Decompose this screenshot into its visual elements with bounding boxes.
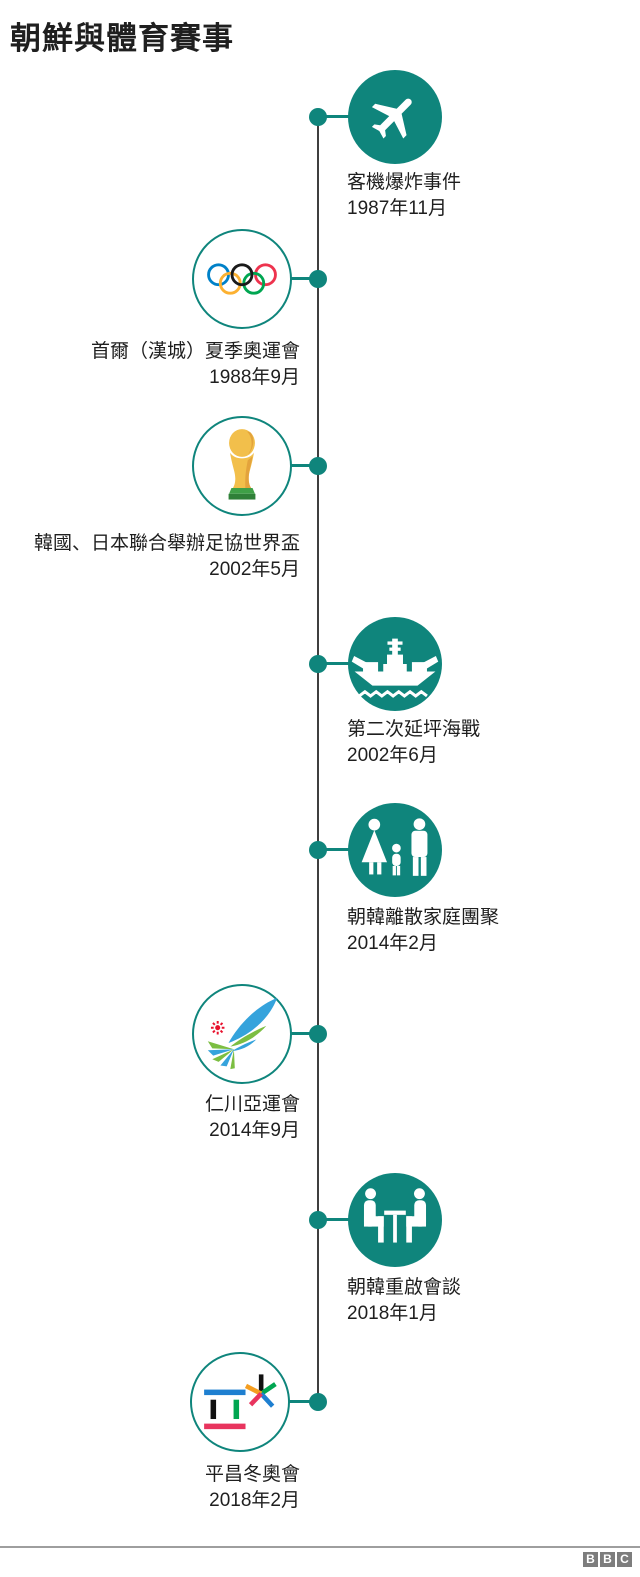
event-label: 首爾（漢城）夏季奧運會 1988年9月 — [0, 339, 300, 391]
event-label: 仁川亞運會 2014年9月 — [0, 1092, 300, 1144]
timeline-dot — [309, 1393, 327, 1411]
event-date: 2018年2月 — [209, 1490, 300, 1511]
page-title: 朝鮮與體育賽事 — [10, 21, 234, 56]
event-date: 2002年6月 — [347, 745, 438, 766]
timeline-connector — [318, 662, 352, 665]
event-name: 朝韓離散家庭團聚 — [347, 907, 500, 928]
event-circle — [348, 803, 442, 897]
event-label: 朝韓重啟會談 2018年1月 — [347, 1275, 632, 1327]
event-circle — [192, 229, 292, 329]
meeting-icon — [363, 1188, 427, 1243]
event-date: 2014年9月 — [209, 1120, 300, 1141]
timeline-connector — [286, 277, 318, 280]
timeline-dot — [309, 457, 327, 475]
event-name: 客機爆炸事件 — [347, 172, 462, 193]
timeline-dot — [309, 108, 327, 126]
event-name: 朝韓重啟會談 — [347, 1277, 462, 1298]
event-name: 韓國、日本聯合舉辦足協世界盃 — [33, 533, 300, 554]
event-name: 仁川亞運會 — [204, 1094, 300, 1115]
airplane-icon — [371, 98, 412, 139]
event-date: 2018年1月 — [347, 1303, 438, 1324]
event-label: 平昌冬奧會 2018年2月 — [0, 1462, 300, 1514]
timeline-connector — [318, 1218, 352, 1221]
event-name: 首爾（漢城）夏季奧運會 — [90, 341, 300, 362]
pyeongchang-logo-icon — [204, 1374, 277, 1430]
event-label: 第二次延坪海戰 2002年6月 — [347, 717, 632, 769]
event-date: 1987年11月 — [347, 198, 447, 219]
family-icon — [361, 818, 428, 876]
world-cup-trophy-icon — [228, 429, 256, 500]
event-circle — [348, 1173, 442, 1267]
timeline-line — [317, 117, 319, 1402]
incheon-asian-games-logo-icon — [207, 998, 278, 1070]
timeline-connector — [318, 848, 352, 851]
event-name: 平昌冬奧會 — [204, 1464, 300, 1485]
event-label: 韓國、日本聯合舉辦足協世界盃 2002年5月 — [0, 531, 300, 583]
bbc-logo-block: C — [617, 1552, 632, 1567]
timeline-connector — [286, 1400, 318, 1403]
timeline-connector — [286, 1032, 318, 1035]
timeline-dot — [309, 655, 327, 673]
olympic-rings-icon — [207, 263, 277, 295]
event-circle — [348, 70, 442, 164]
warship-icon — [351, 638, 439, 698]
event-label: 朝韓離散家庭團聚 2014年2月 — [347, 905, 632, 957]
event-circle — [348, 617, 442, 711]
timeline-connector — [318, 115, 352, 118]
timeline-dot — [309, 1025, 327, 1043]
bbc-logo-block: B — [583, 1552, 598, 1567]
event-label: 客機爆炸事件 1987年11月 — [347, 170, 632, 222]
bbc-logo-block: B — [600, 1552, 615, 1567]
timeline-dot — [309, 270, 327, 288]
bbc-logo: B B C — [583, 1552, 632, 1567]
timeline-dot — [309, 1211, 327, 1229]
event-circle — [190, 1352, 290, 1452]
event-circle — [192, 984, 292, 1084]
event-date: 2014年2月 — [347, 933, 438, 954]
timeline-connector — [286, 464, 318, 467]
event-name: 第二次延坪海戰 — [347, 719, 481, 740]
event-date: 1988年9月 — [209, 367, 300, 388]
footer-divider — [0, 1546, 640, 1548]
timeline-dot — [309, 841, 327, 859]
event-circle — [192, 416, 292, 516]
event-date: 2002年5月 — [209, 559, 300, 580]
